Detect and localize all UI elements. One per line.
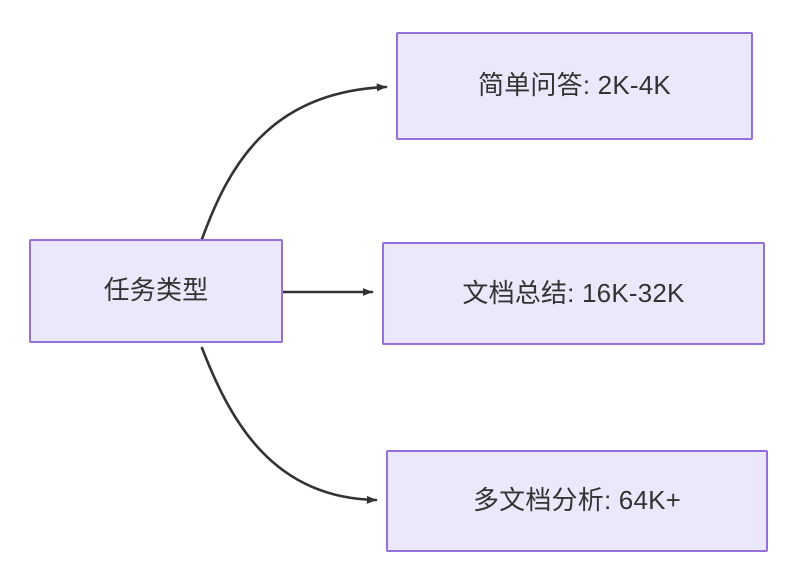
node-doc-summary[interactable]: 文档总结: 16K-32K [382,242,765,345]
node-task-type-label: 任务类型 [103,275,209,306]
node-simple-qa[interactable]: 简单问答: 2K-4K [396,32,753,140]
node-multi-doc[interactable]: 多文档分析: 64K+ [386,450,768,552]
node-doc-summary-label: 文档总结: 16K-32K [462,277,685,308]
node-task-type[interactable]: 任务类型 [29,239,283,343]
node-simple-qa-label: 简单问答: 2K-4K [478,70,671,101]
node-multi-doc-label: 多文档分析: 64K+ [472,485,682,516]
edge-root-to-multi-doc [200,346,378,504]
edge-root-to-simple-qa [200,83,388,241]
